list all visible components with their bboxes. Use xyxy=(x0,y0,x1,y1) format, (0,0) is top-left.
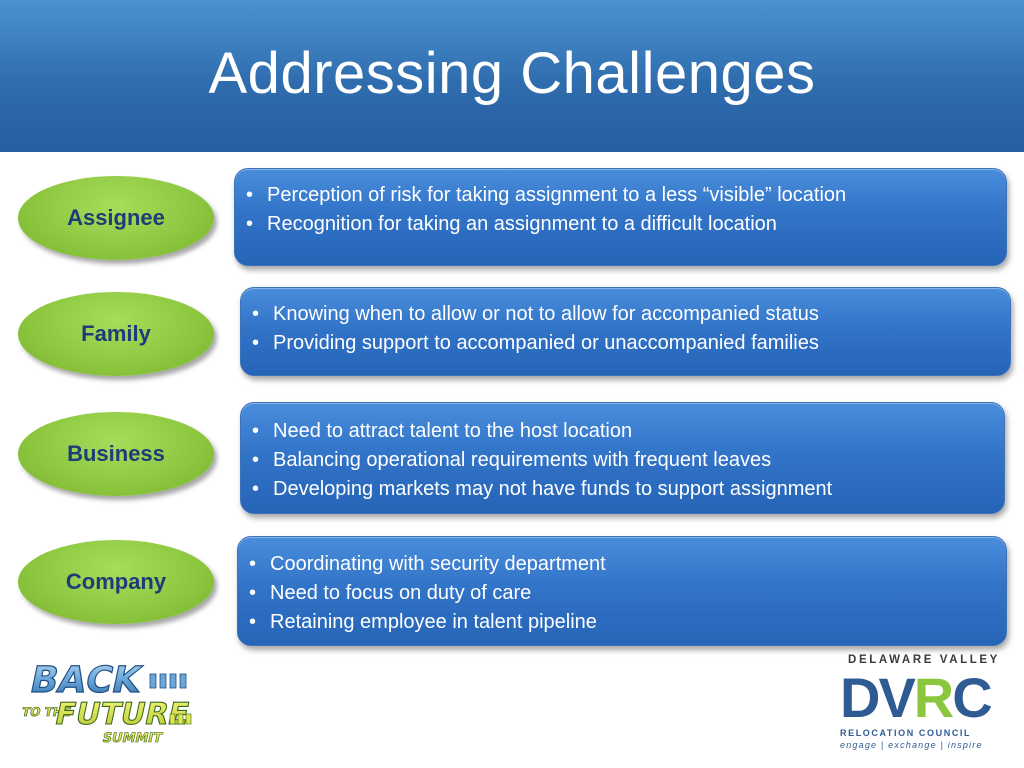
logo-summit-text: SUMMIT xyxy=(101,731,164,746)
category-pill-company: Company xyxy=(18,540,214,624)
logo-acronym-dv: DV xyxy=(840,666,916,729)
bullet-item: • Recognition for taking an assignment to… xyxy=(235,210,1006,239)
bullet-icon: • xyxy=(246,184,254,206)
bullet-item: • Perception of risk for taking assignmen… xyxy=(235,181,1006,210)
category-pill-assignee: Assignee xyxy=(18,176,214,260)
bullet-icon: • xyxy=(249,611,257,633)
challenge-box-business: • Need to attract talent to the host loca… xyxy=(240,402,1005,514)
bullet-item: • Developing markets may not have funds t… xyxy=(241,475,1004,504)
bullet-text: Need to attract talent to the host locat… xyxy=(273,420,633,442)
bullet-item: • Balancing operational requirements with… xyxy=(241,446,1004,475)
logo-acronym-c: C xyxy=(952,666,992,729)
bullet-item: • Retaining employee in talent pipeline xyxy=(238,608,1006,637)
category-label: Family xyxy=(81,321,151,346)
logo-acronym-r: R xyxy=(913,666,954,729)
bullet-item: • Providing support to accompanied or una… xyxy=(241,329,1010,358)
bullet-icon: • xyxy=(252,332,260,354)
logo-to-the-text: TO THE xyxy=(21,705,73,719)
bullet-list: • Knowing when to allow or not to allow f… xyxy=(241,300,1010,358)
bullet-icon: • xyxy=(249,582,257,604)
challenge-box-company: • Coordinating with security department •… xyxy=(237,536,1007,646)
bullet-text: Perception of risk for taking assignment… xyxy=(267,184,847,206)
bullet-icon: • xyxy=(246,213,254,235)
bullet-text: Retaining employee in talent pipeline xyxy=(270,611,597,633)
slide-title: Addressing Challenges xyxy=(208,41,816,106)
challenge-box-family: • Knowing when to allow or not to allow f… xyxy=(240,287,1011,376)
logo-tagline: engage | exchange | inspire xyxy=(840,740,983,750)
back-to-the-future-summit-logo: BACK TO THE FUTURE SUMMIT xyxy=(20,656,200,752)
logo-back-text: BACK xyxy=(26,658,146,701)
category-label: Business xyxy=(67,441,165,466)
bullet-icon: • xyxy=(252,420,260,442)
bullet-text: Knowing when to allow or not to allow fo… xyxy=(273,303,819,325)
bullet-item: • Need to focus on duty of care xyxy=(238,579,1006,608)
bullet-text: Recognition for taking an assignment to … xyxy=(267,213,777,235)
category-pill-family: Family xyxy=(18,292,214,376)
bullet-item: • Knowing when to allow or not to allow f… xyxy=(241,300,1010,329)
bullet-text: Providing support to accompanied or unac… xyxy=(273,332,819,354)
logo-future-text: FUTURE xyxy=(52,697,193,732)
bullet-icon: • xyxy=(249,553,257,575)
bullet-list: • Perception of risk for taking assignmen… xyxy=(235,181,1006,239)
logo-subtitle: RELOCATION COUNCIL xyxy=(840,728,972,738)
bullet-item: • Need to attract talent to the host loca… xyxy=(241,417,1004,446)
bullet-list: • Coordinating with security department •… xyxy=(238,550,1006,637)
bullet-text: Coordinating with security department xyxy=(270,553,606,575)
bullet-text: Need to focus on duty of care xyxy=(270,582,532,604)
bullet-text: Balancing operational requirements with … xyxy=(273,449,772,471)
bullet-icon: • xyxy=(252,478,260,500)
category-label: Assignee xyxy=(67,205,165,230)
title-banner: Addressing Challenges xyxy=(0,0,1024,152)
category-label: Company xyxy=(65,569,167,594)
dvrc-logo: DELAWARE VALLEY DVRC RELOCATION COUNCIL … xyxy=(836,654,1012,754)
bullet-icon: • xyxy=(252,303,260,325)
logo-speed-lines-icon xyxy=(169,713,192,725)
challenge-box-assignee: • Perception of risk for taking assignmen… xyxy=(234,168,1007,266)
bullet-text: Developing markets may not have funds to… xyxy=(273,478,833,500)
logo-acronym: DVRC xyxy=(840,666,993,729)
bullet-icon: • xyxy=(252,449,260,471)
back-to-the-future-logo-icon: BACK TO THE FUTURE SUMMIT xyxy=(20,658,193,746)
category-pill-business: Business xyxy=(18,412,214,496)
logo-speed-lines-icon xyxy=(149,673,187,689)
logo-top-text: DELAWARE VALLEY xyxy=(848,654,1000,666)
bullet-item: • Coordinating with security department xyxy=(238,550,1006,579)
bullet-list: • Need to attract talent to the host loca… xyxy=(241,417,1004,504)
